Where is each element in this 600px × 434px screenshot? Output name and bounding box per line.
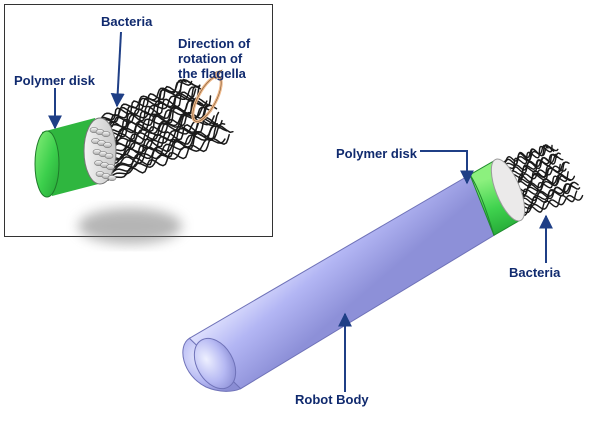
- main-polymer-pointer: [420, 150, 474, 185]
- flagellum: [513, 190, 578, 217]
- flagellum: [512, 194, 584, 215]
- robot-body-label: Robot Body: [295, 392, 369, 407]
- flagellum: [501, 144, 553, 171]
- inset-bacteria-label: Bacteria: [101, 14, 153, 29]
- main-disk-face: [490, 158, 526, 222]
- rotation-label-line: rotation of: [178, 51, 243, 66]
- inset-polymer-disk: [34, 117, 117, 198]
- bacteria-anchor: [104, 153, 114, 159]
- inset-flagella-bundle: [91, 78, 234, 181]
- flagellum: [94, 84, 201, 135]
- bacteria-anchor: [101, 131, 111, 137]
- main-bacteria-label: Bacteria: [509, 265, 561, 280]
- rotation-label-line: Direction of: [178, 36, 251, 51]
- rotation-label-line: the flagella: [178, 66, 246, 81]
- flagellum: [95, 86, 202, 139]
- flagellum: [92, 79, 201, 128]
- flagellum: [107, 133, 230, 181]
- robot-end-cap-rim: [193, 337, 237, 390]
- rotation-direction-label: Direction of rotation of the flagella: [178, 36, 264, 81]
- inset-polymer-disk-label: Polymer disk: [14, 73, 95, 88]
- inset-panel: [4, 4, 273, 244]
- flagellum: [91, 79, 187, 123]
- bacteria-anchor: [106, 164, 115, 170]
- flagellum: [106, 138, 226, 179]
- inset-bacteria-anchors: [89, 127, 117, 181]
- inset-disk-shadow: [78, 208, 182, 244]
- flagellum: [500, 145, 559, 168]
- flagellum: [500, 144, 555, 166]
- bacteria-anchor: [103, 142, 112, 148]
- main-polymer-disk-label: Polymer disk: [336, 146, 417, 161]
- rotation-direction-arrow: [191, 69, 223, 123]
- flagellum: [499, 144, 549, 163]
- inset-bacteria-pointer: [110, 31, 125, 108]
- flagellum: [99, 104, 211, 153]
- robot: [182, 144, 584, 392]
- bacteria-anchor: [107, 175, 117, 181]
- flagellum: [93, 80, 193, 130]
- flagellum: [95, 86, 196, 137]
- flagellum: [98, 95, 212, 149]
